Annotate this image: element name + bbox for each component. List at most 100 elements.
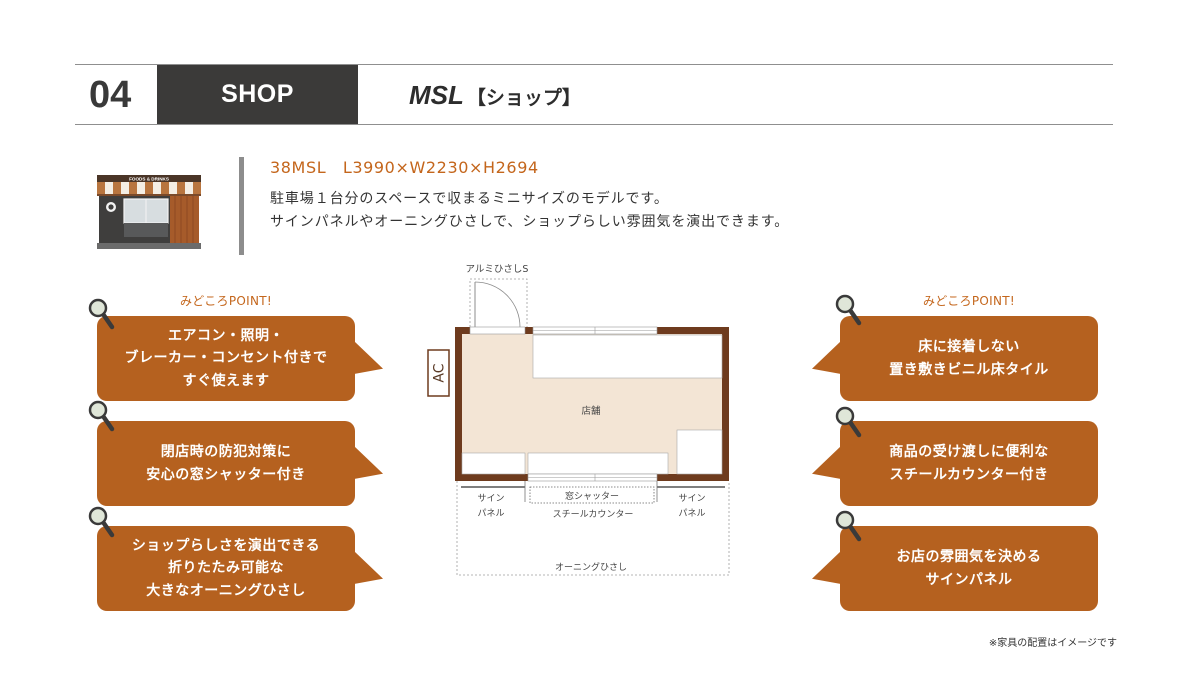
- sign-panel-left-label: サイン: [477, 493, 504, 504]
- steel-counter-label: スチールカウンター: [553, 509, 634, 520]
- description-line: サインパネルやオーニングひさしで、ショップらしい雰囲気を演出できます。: [270, 214, 790, 230]
- callout-line: 商品の受け渡しに便利な: [889, 444, 1049, 460]
- callout-line: 大きなオーニングひさし: [146, 582, 306, 599]
- shop-thumbnail: FOODS & DRINKS: [97, 175, 201, 249]
- callout-tail: [354, 446, 383, 479]
- page-title: MSL 【ショップ】: [409, 80, 581, 110]
- callout-tail: [812, 551, 841, 584]
- thumbnail-sign-band: [97, 175, 201, 182]
- callout-tail: [812, 341, 841, 374]
- model-suffix: 【ショップ】: [466, 87, 581, 109]
- header-top-rule: [75, 64, 1113, 65]
- awning-stripe: [137, 182, 145, 195]
- thumbnail-awning: [97, 182, 201, 196]
- callout-line: すぐ使えます: [182, 372, 270, 389]
- room-label: 店舗: [581, 405, 601, 417]
- callout-tail: [354, 551, 383, 584]
- sign-panel-right-label: サイン: [678, 493, 705, 504]
- awning-outline: [456, 481, 730, 576]
- magnifier-handle: [100, 311, 115, 330]
- canopy-outline: [469, 278, 528, 327]
- magnifier-handle: [100, 413, 115, 432]
- thumbnail-logo-center: [108, 204, 114, 210]
- point-callout: 床に接着しない 置き敷きビニル床タイル: [812, 316, 1098, 401]
- thumbnail-counter: [124, 223, 168, 237]
- magnifier-lens: [88, 400, 108, 420]
- magnifier-handle: [847, 419, 862, 438]
- awning-stripe: [121, 182, 129, 195]
- lower-left-shelf: [461, 452, 526, 475]
- thumbnail-sign-text: FOODS & DRINKS: [129, 176, 169, 181]
- section-number: 04: [89, 74, 132, 116]
- point-callout: お店の雰囲気を決める サインパネル: [812, 526, 1098, 611]
- awning-stripe: [153, 182, 161, 195]
- callout-tail: [354, 341, 383, 374]
- ac-label: AC: [432, 363, 448, 382]
- model-spec: 38MSL L3990×W2230×H2694: [270, 158, 539, 177]
- canopy-label: アルミひさしS: [466, 264, 529, 275]
- model-name: MSL: [409, 80, 464, 110]
- awning-stripe: [145, 182, 153, 195]
- callout-line: 床に接着しない: [918, 339, 1020, 355]
- upper-counter: [532, 334, 723, 379]
- corner-shelf: [676, 429, 723, 475]
- awning-stripe: [97, 182, 105, 195]
- header-bottom-rule: [75, 124, 1113, 125]
- thumbnail-base: [97, 243, 201, 249]
- sign-panel-left-label: パネル: [477, 508, 504, 519]
- steel-counter-plan: [527, 452, 669, 475]
- awning-stripe: [177, 182, 185, 195]
- callout-line: スチールカウンター付き: [889, 466, 1049, 483]
- footnote: ※家具の配置はイメージです: [988, 638, 1117, 649]
- magnifier-handle: [100, 519, 115, 538]
- callout-line: 置き敷きビニル床タイル: [889, 361, 1049, 378]
- callout-line: お店の雰囲気を決める: [896, 549, 1042, 565]
- point-callout: ショップらしさを演出できる 折りたたみ可能な 大きなオーニングひさし: [97, 526, 383, 611]
- magnifier-icon: [835, 406, 862, 438]
- awning-stripe: [129, 182, 137, 195]
- door-opening: [469, 326, 526, 335]
- awning-stripe: [161, 182, 169, 195]
- awning-stripe: [105, 182, 113, 195]
- magnifier-icon: [835, 510, 862, 542]
- magnifier-handle: [847, 523, 862, 542]
- description-line: 駐車場１台分のスペースで収まるミニサイズのモデルです。: [270, 191, 669, 207]
- awning-stripe: [113, 182, 121, 195]
- magnifier-icon: [835, 294, 862, 326]
- magnifier-lens: [835, 294, 855, 314]
- category-label: SHOP: [221, 80, 294, 108]
- magnifier-icon: [88, 506, 115, 538]
- points-heading-left: みどころPOINT!: [180, 294, 272, 308]
- magnifier-icon: [88, 400, 115, 432]
- awning-stripe: [193, 182, 201, 195]
- sign-panel-right-label: パネル: [678, 508, 705, 519]
- awning-edge: [97, 194, 201, 196]
- window-shutter-outline: [529, 486, 655, 504]
- point-callout: 閉店時の防犯対策に 安心の窓シャッター付き: [97, 421, 383, 506]
- points-heading-right: みどころPOINT!: [923, 294, 1015, 308]
- point-callout: エアコン・照明・ ブレーカー・コンセント付きで すぐ使えます: [97, 316, 383, 401]
- thumbnail-wood-grain: [174, 195, 194, 243]
- magnifier-lens: [88, 298, 108, 318]
- point-callout: 商品の受け渡しに便利な スチールカウンター付き: [812, 421, 1098, 506]
- callout-line: ブレーカー・コンセント付きで: [124, 350, 328, 367]
- magnifier-lens: [835, 510, 855, 530]
- callout-line: エアコン・照明・: [168, 327, 284, 344]
- intro-accent-bar: [239, 157, 244, 255]
- callout-line: サインパネル: [925, 571, 1013, 588]
- callout-line: 安心の窓シャッター付き: [146, 466, 306, 483]
- category-box: SHOP: [157, 65, 358, 124]
- callout-line: 閉店時の防犯対策に: [160, 444, 292, 460]
- awning-stripe: [185, 182, 193, 195]
- door-swing: [474, 281, 521, 328]
- callout-tail: [812, 446, 841, 479]
- thumbnail-wood-panel: [170, 195, 199, 249]
- awning-label: オーニングひさし: [555, 561, 627, 573]
- ac-unit: [427, 349, 450, 397]
- awning-stripe: [169, 182, 177, 195]
- callout-line: 折りたたみ可能な: [168, 560, 284, 577]
- magnifier-handle: [847, 307, 862, 326]
- magnifier-lens: [835, 406, 855, 426]
- floor-plan: アルミひさしS 店舗 AC サイン パネル 窓シャッター スチールカウンター サ…: [427, 264, 730, 576]
